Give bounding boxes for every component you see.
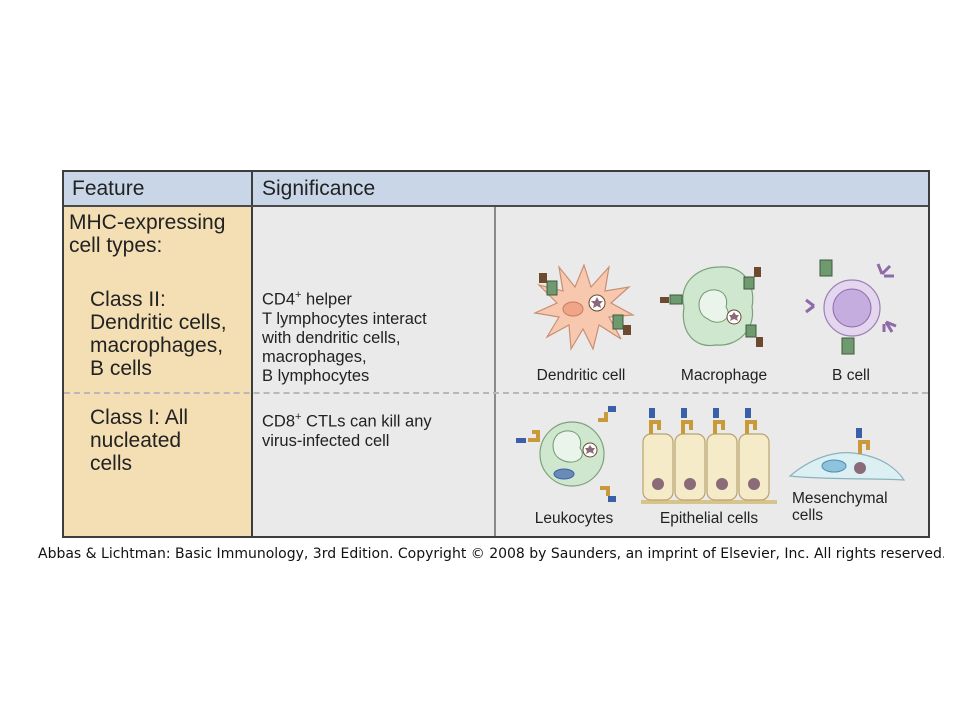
class2-sig-line2: T lymphocytes interact [262, 309, 427, 328]
mhc-figure: Feature Significance MHC-expressing cell… [62, 170, 930, 538]
class2-sig-line3: with dendritic cells, [262, 328, 401, 347]
label-epithelial-cells: Epithelial cells [659, 510, 759, 527]
feature-title: MHC-expressing cell types: [69, 211, 225, 257]
epithelial-cells-illustration [641, 408, 777, 504]
citation-footer: Abbas & Lichtman: Basic Immunology, 3rd … [38, 546, 944, 562]
feature-column: MHC-expressing cell types: Class II: Den… [64, 207, 253, 536]
feature-title-line2: cell types: [69, 234, 163, 257]
dendritic-cell-illustration [532, 263, 636, 351]
class1-significance: CD8+ CTLs can kill any virus-infected ce… [262, 408, 432, 451]
label-b-cell: B cell [832, 367, 870, 384]
label-mesenchymal-line2: cells [792, 507, 824, 524]
class1-sig-line2: virus-infected cell [262, 431, 390, 450]
class2-line1: Class II: [90, 288, 166, 311]
label-mesenchymal-line1: Mesenchymal [792, 490, 888, 507]
table-header: Feature Significance [64, 172, 928, 207]
class2-sig-line4: macrophages, [262, 347, 367, 366]
b-cell-illustration [805, 259, 897, 355]
class1-line1: Class I: All [90, 406, 189, 429]
row-divider-dashed [64, 392, 928, 394]
column-divider [494, 207, 496, 536]
label-leukocytes: Leukocytes [534, 510, 614, 527]
label-mesenchymal-cells: Mesenchymal cells [792, 490, 912, 524]
mesenchymal-cells-illustration [788, 428, 906, 481]
leukocytes-illustration [516, 406, 616, 502]
class2-line3: macrophages, [90, 334, 224, 357]
header-divider [251, 172, 253, 205]
header-feature: Feature [72, 177, 145, 200]
class2-significance: CD4+ helper T lymphocytes interact with … [262, 286, 427, 386]
macrophage-illustration [660, 266, 763, 347]
class1-line3: cells [90, 452, 133, 475]
class1-feature: Class I: All nucleated cells [90, 406, 188, 475]
header-significance: Significance [262, 177, 376, 200]
class2-sig-line1: CD4+ helper [262, 289, 352, 309]
label-dendritic-cell: Dendritic cell [536, 367, 626, 384]
label-macrophage: Macrophage [680, 367, 768, 384]
class1-sig-line1: CD8+ CTLs can kill any [262, 411, 432, 431]
feature-title-line1: MHC-expressing [69, 211, 226, 234]
class2-sig-line5: B lymphocytes [262, 366, 370, 385]
class1-line2: nucleated [90, 429, 182, 452]
class2-feature: Class II: Dendritic cells, macrophages, … [90, 288, 227, 380]
class2-line4: B cells [90, 357, 152, 380]
class2-line2: Dendritic cells, [90, 311, 227, 334]
